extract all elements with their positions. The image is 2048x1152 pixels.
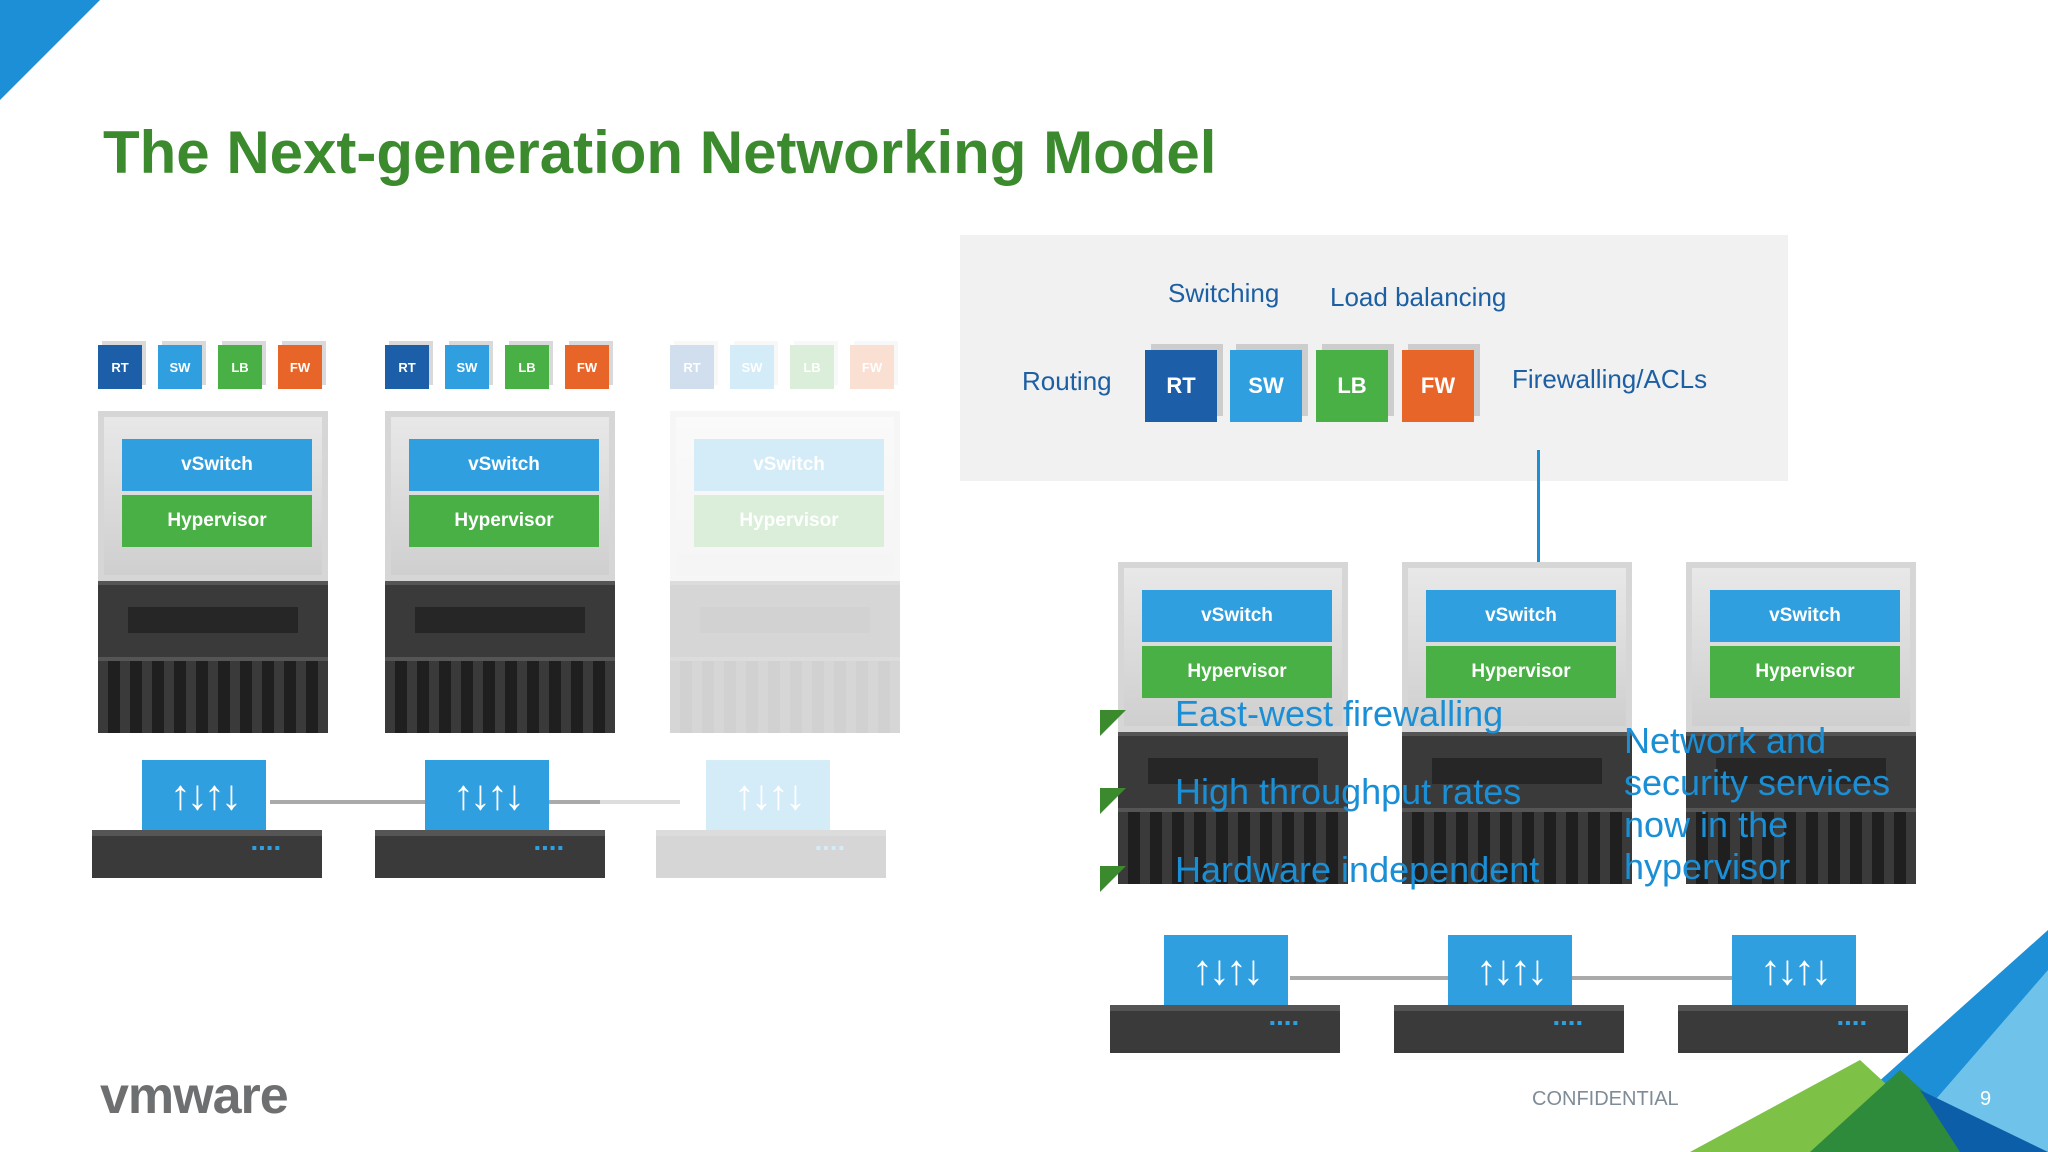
hypervisor-block: Hypervisor: [409, 495, 599, 547]
fw-service-block: FW: [1402, 350, 1474, 422]
physical-switch-6: ↑↓↑↓: [1678, 935, 1908, 1053]
lb-block: LB: [505, 345, 549, 389]
hypervisor-block: Hypervisor: [1710, 646, 1900, 698]
bullet-hardware: Hardware independent: [1175, 849, 1540, 890]
vswitch-block: vSwitch: [1710, 590, 1900, 642]
bullet-marker-2: [1100, 788, 1126, 814]
switch-arrows-icon: ↑↓↑↓: [142, 760, 266, 830]
rt-block: RT: [670, 345, 714, 389]
switch-arrows-icon: ↑↓↑↓: [425, 760, 549, 830]
rt-service-block: RT: [1145, 350, 1217, 422]
vswitch-block: vSwitch: [1142, 590, 1332, 642]
sw-block: SW: [158, 345, 202, 389]
callout-text: Network and security services now in the…: [1624, 720, 1891, 887]
corner-triangles-bottom-right: [1690, 930, 2048, 1152]
physical-switch-4: ↑↓↑↓: [1110, 935, 1340, 1053]
routing-label: Routing: [1022, 366, 1112, 396]
rt-block: RT: [98, 345, 142, 389]
load-balancing-label: Load balancing: [1330, 282, 1507, 312]
confidential-label: CONFIDENTIAL: [1532, 1088, 1679, 1110]
physical-switch-2: ↑↓↑↓: [375, 760, 605, 878]
vswitch-block: vSwitch: [1426, 590, 1616, 642]
bullet-marker-1: [1100, 710, 1126, 736]
physical-switch-3-faded: ↑↓↑↓: [656, 760, 886, 878]
hypervisor-block: Hypervisor: [694, 495, 884, 547]
lb-block: LB: [790, 345, 834, 389]
hypervisor-block: Hypervisor: [1426, 646, 1616, 698]
switch-arrows-icon: ↑↓↑↓: [1448, 935, 1572, 1005]
physical-switch-1: ↑↓↑↓: [92, 760, 322, 878]
vswitch-block: vSwitch: [409, 439, 599, 491]
fw-block: FW: [278, 345, 322, 389]
hypervisor-block: Hypervisor: [122, 495, 312, 547]
page-title: The Next-generation Networking Model: [103, 119, 1217, 186]
vswitch-block: vSwitch: [122, 439, 312, 491]
lb-service-block: LB: [1316, 350, 1388, 422]
sw-service-block: SW: [1230, 350, 1302, 422]
bullet-throughput: High throughput rates: [1175, 771, 1522, 812]
vmware-logo: vmware: [100, 1067, 289, 1125]
sw-block: SW: [730, 345, 774, 389]
fw-block: FW: [850, 345, 894, 389]
page-number: 9: [1980, 1088, 1992, 1110]
switch-arrows-icon: ↑↓↑↓: [706, 760, 830, 830]
bullet-east-west: East-west firewalling: [1175, 693, 1504, 734]
switching-label: Switching: [1168, 278, 1280, 308]
fw-block: FW: [565, 345, 609, 389]
vswitch-block: vSwitch: [694, 439, 884, 491]
hypervisor-block: Hypervisor: [1142, 646, 1332, 698]
switch-arrows-icon: ↑↓↑↓: [1164, 935, 1288, 1005]
left-link-faded: [600, 800, 680, 804]
switch-arrows-icon: ↑↓↑↓: [1732, 935, 1856, 1005]
corner-triangle-top-left: [0, 0, 100, 100]
rt-block: RT: [385, 345, 429, 389]
lb-block: LB: [218, 345, 262, 389]
bullet-marker-3: [1100, 866, 1126, 892]
firewalling-label: Firewalling/ACLs: [1512, 364, 1708, 394]
sw-block: SW: [445, 345, 489, 389]
physical-switch-5: ↑↓↑↓: [1394, 935, 1624, 1053]
